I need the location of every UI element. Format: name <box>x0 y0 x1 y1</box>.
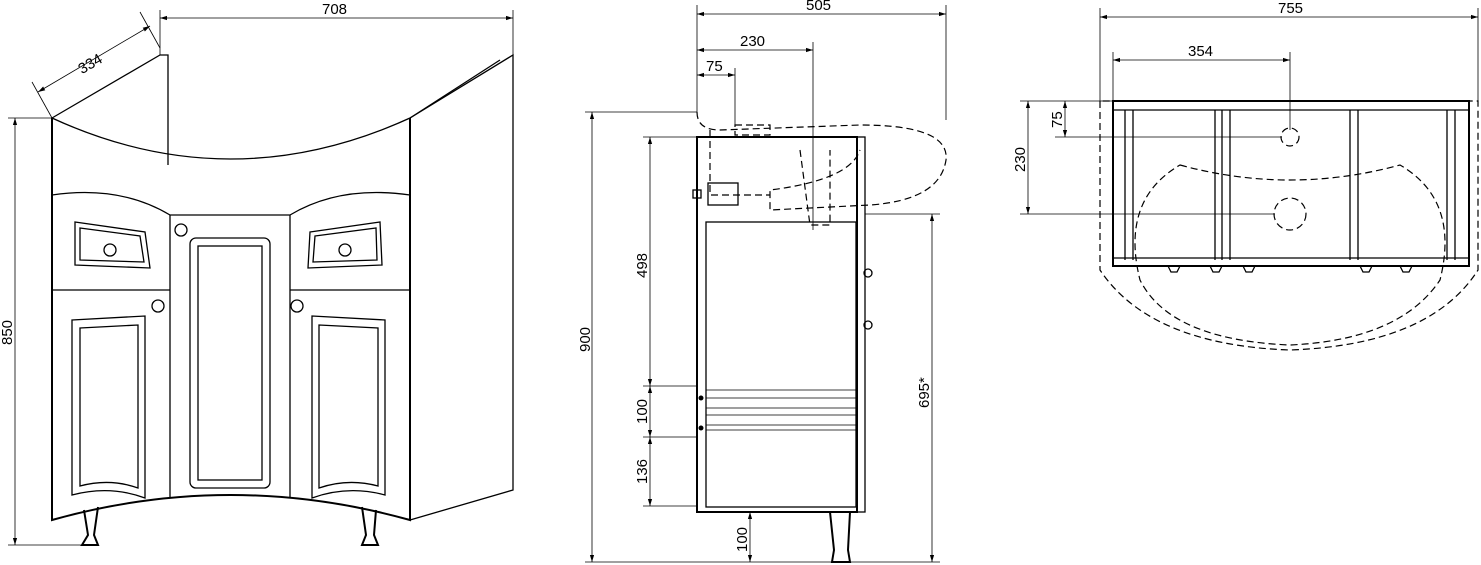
dim-900: 900 <box>577 327 594 352</box>
dim-498: 498 <box>634 253 651 278</box>
side-panel <box>696 136 858 513</box>
dim-708: 708 <box>322 1 347 18</box>
dim-100: 100 <box>634 399 651 424</box>
cabinet-top-outline <box>1112 100 1470 267</box>
dim-755: 755 <box>1278 0 1303 17</box>
dim-505: 505 <box>806 0 831 14</box>
dim-75-top: 75 <box>1049 111 1066 128</box>
side-view: 505 230 75 900 498 100 136 100 695* <box>577 0 947 563</box>
leg-icon <box>360 506 380 546</box>
dim-695: 695* <box>916 377 933 408</box>
dim-354: 354 <box>1188 43 1213 60</box>
dim-230-top: 230 <box>1012 147 1029 172</box>
dim-850: 850 <box>0 320 16 345</box>
dim-230: 230 <box>740 33 765 50</box>
front-view: 708 334 850 <box>0 1 514 546</box>
leg-icon <box>80 506 100 546</box>
dim-75: 75 <box>706 58 723 75</box>
cabinet-front-outline <box>51 118 411 522</box>
top-view: 755 354 75 230 <box>1012 0 1479 351</box>
dim-100-leg: 100 <box>734 527 751 552</box>
dim-136: 136 <box>634 459 651 484</box>
